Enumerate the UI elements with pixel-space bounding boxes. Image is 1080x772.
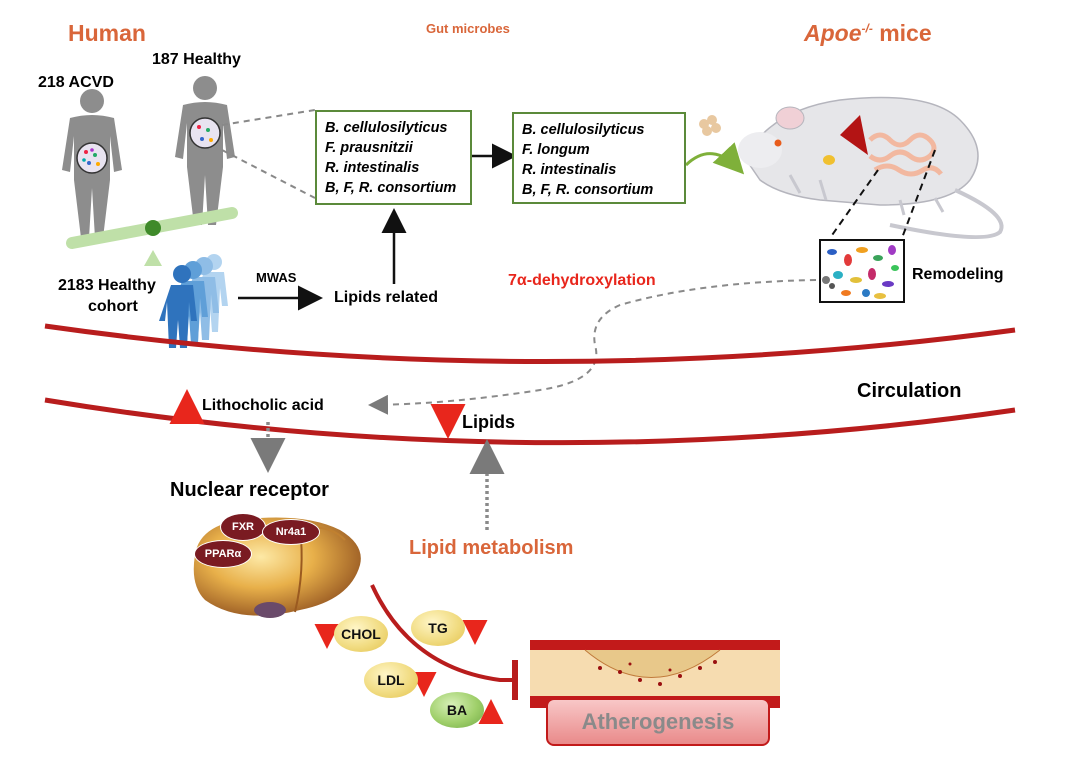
circulation-label: Circulation	[857, 380, 962, 402]
apoe-suffix: mice	[872, 20, 932, 46]
ldl-marker: LDL	[364, 662, 418, 698]
human-title: Human	[68, 20, 146, 46]
apoe-mice-title: Apoe-/- mice	[804, 20, 932, 47]
mice-bacteria-item: R. intestinalis	[522, 162, 617, 178]
mice-bacteria-item: B. cellulosilyticus	[522, 122, 645, 138]
healthy-cohort-line1: 2183 Healthy	[58, 277, 156, 294]
remodeling-label: Remodeling	[912, 266, 1004, 283]
apoe-sup: -/-	[861, 21, 873, 36]
microbiota-box-icon	[819, 239, 905, 303]
atherogenesis-label: Atherogenesis	[581, 709, 735, 734]
mice-bacteria-box: B. cellulosilyticus F. longum R. intesti…	[512, 112, 686, 204]
healthy-cohort-line2: cohort	[88, 298, 138, 315]
healthy-person-icon	[175, 76, 235, 225]
human-bacteria-item: B, F, R. consortium	[325, 180, 457, 196]
dehydroxylation-label: 7α-dehydroxylation	[508, 272, 656, 289]
human-bacteria-item: R. intestinalis	[325, 160, 420, 176]
acvd-person-icon	[62, 89, 122, 238]
chol-marker: CHOL	[334, 616, 388, 652]
human-bacteria-item: B. cellulosilyticus	[325, 120, 448, 136]
cohort-people-icon	[159, 254, 228, 348]
human-bacteria-box: B. cellulosilyticus F. prausnitzii R. in…	[315, 110, 472, 205]
apoe-prefix: Apoe	[804, 20, 862, 46]
mice-bacteria-item: F. longum	[522, 142, 590, 158]
mwas-label: MWAS	[256, 270, 297, 285]
lipids-related-label: Lipids related	[334, 289, 439, 306]
acvd-count-label: 218 ACVD	[38, 74, 114, 91]
nr4a1-receptor: Nr4a1	[262, 519, 320, 545]
tg-marker: TG	[411, 610, 465, 646]
nuclear-receptor-label: Nuclear receptor	[170, 479, 329, 501]
ba-marker: BA	[430, 692, 484, 728]
lipid-metabolism-label: Lipid metabolism	[409, 537, 574, 559]
healthy-count-label: 187 Healthy	[152, 51, 241, 68]
atherogenesis-box: Atherogenesis	[546, 698, 770, 746]
mouse-icon	[738, 96, 1004, 240]
balance-scale-icon	[66, 207, 238, 266]
human-bacteria-item: F. prausnitzii	[325, 140, 413, 156]
lithocholic-acid-label: Lithocholic acid	[202, 397, 324, 414]
lipids-label: Lipids	[462, 412, 515, 432]
fecal-pellet-icon	[699, 115, 721, 136]
gut-microbes-title: Gut microbes	[426, 21, 510, 36]
mice-bacteria-item: B, F, R. consortium	[522, 182, 654, 198]
fxr-receptor: FXR	[220, 513, 266, 541]
ppara-receptor: PPARα	[194, 540, 252, 568]
